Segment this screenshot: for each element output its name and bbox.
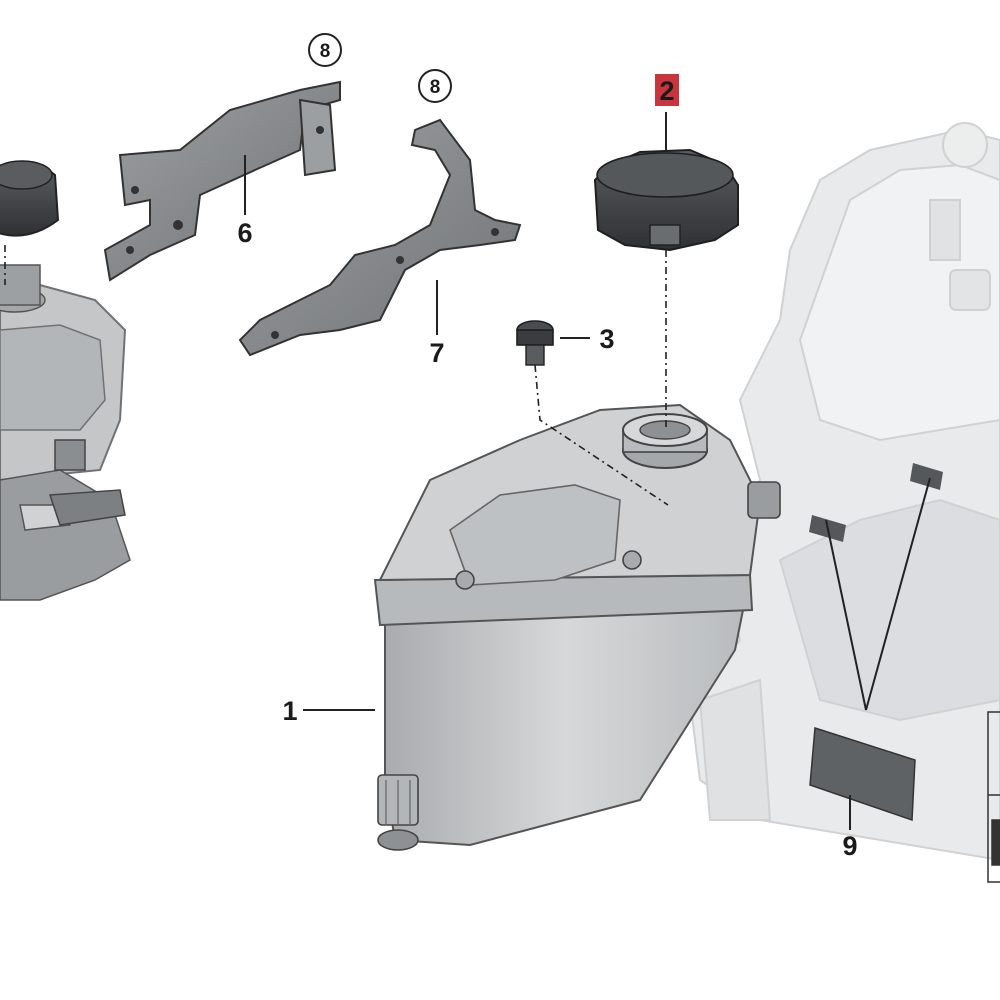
svg-text:1: 1 bbox=[282, 696, 297, 726]
callout-3[interactable]: 3 bbox=[599, 324, 614, 354]
leader-9-a bbox=[825, 519, 867, 711]
legend-table-stub bbox=[987, 711, 1000, 883]
svg-text:3: 3 bbox=[599, 324, 614, 354]
svg-text:7: 7 bbox=[429, 338, 444, 368]
callout-circle bbox=[308, 33, 342, 67]
expansion-tank bbox=[373, 403, 781, 851]
callout-9[interactable]: 9 bbox=[842, 831, 857, 861]
highlight-box bbox=[655, 74, 679, 106]
callout-8-bracket-6[interactable]: 8 bbox=[308, 33, 342, 67]
leader-9-b bbox=[865, 477, 931, 711]
svg-text:8: 8 bbox=[430, 77, 441, 98]
callout-7[interactable]: 7 bbox=[429, 338, 444, 368]
callout-2[interactable]: 2 bbox=[655, 74, 679, 106]
callout-1[interactable]: 1 bbox=[282, 696, 297, 726]
svg-text:6: 6 bbox=[237, 218, 252, 248]
bracket-7 bbox=[238, 118, 522, 357]
label-pad bbox=[809, 726, 916, 822]
ghost-housing bbox=[688, 122, 1000, 862]
svg-text:2: 2 bbox=[659, 76, 674, 106]
callout-6[interactable]: 6 bbox=[237, 218, 252, 248]
filler-cap bbox=[593, 148, 739, 252]
callout-8-bracket-7[interactable]: 8 bbox=[418, 69, 452, 103]
svg-text:9: 9 bbox=[842, 831, 857, 861]
left-tank-assembly bbox=[0, 264, 131, 601]
bleed-screw bbox=[516, 320, 554, 366]
bracket-6 bbox=[103, 80, 341, 282]
callout-circle bbox=[418, 69, 452, 103]
svg-text:8: 8 bbox=[320, 41, 331, 62]
dash-screw-to-tank bbox=[534, 364, 669, 506]
left-cap bbox=[0, 160, 60, 285]
